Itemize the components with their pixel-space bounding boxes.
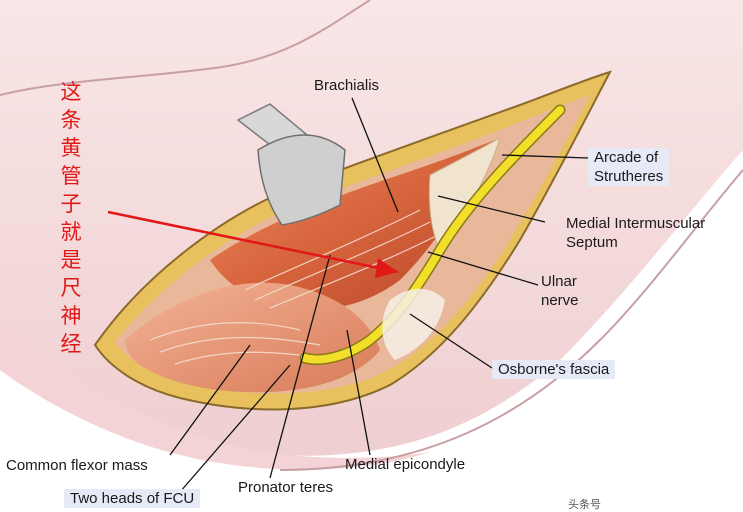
label-arcade-line1: Arcade of <box>594 149 659 166</box>
label-two-heads-of-fcu: Two heads of FCU <box>64 489 201 508</box>
leader-common-flexor <box>169 344 251 456</box>
osborne-fascia <box>382 288 445 360</box>
label-pronator-teres: Pronator teres <box>238 479 334 496</box>
retractor-blade <box>257 134 346 226</box>
label-septum-line1: Medial Intermuscular <box>566 215 706 232</box>
leader-ulnar <box>427 251 539 286</box>
label-arcade-line2: Strutheres <box>594 168 664 185</box>
annotation-arrow-shaft <box>107 210 399 274</box>
leader-epicondyle <box>346 329 371 456</box>
label-arcade-of-strutheres: Arcade of Strutheres <box>588 148 670 186</box>
label-septum-line2: Septum <box>566 234 618 251</box>
label-medial-intermuscular-septum: Medial Intermuscular Septum <box>566 214 705 252</box>
leader-pronator <box>269 254 331 479</box>
label-ulnar-line2: nerve <box>541 292 579 309</box>
label-common-flexor-mass: Common flexor mass <box>6 457 148 474</box>
arm-outline-top <box>0 0 371 96</box>
annotation-arrow-head <box>375 258 398 278</box>
ulnar-nerve-core <box>301 106 564 364</box>
label-medial-epicondyle: Medial epicondyle <box>345 456 466 473</box>
annotation-chinese-text: 这条黄管子就是尺神经 <box>60 80 82 356</box>
brachialis-muscle <box>210 140 495 310</box>
leader-fcu <box>179 364 291 493</box>
watermark-text: 头条号 <box>568 498 601 511</box>
forearm-skin <box>0 320 430 470</box>
leader-brachialis <box>351 97 399 213</box>
arm-outline-bottom <box>279 169 743 471</box>
label-ulnar-nerve: Ulnar nerve <box>541 272 579 310</box>
leader-osborne <box>409 313 493 369</box>
label-osbornes-fascia: Osborne's fascia <box>492 360 616 379</box>
label-ulnar-line1: Ulnar <box>541 273 577 290</box>
leader-arcade <box>501 154 589 159</box>
label-brachialis: Brachialis <box>314 77 380 94</box>
leader-septum <box>437 195 546 223</box>
